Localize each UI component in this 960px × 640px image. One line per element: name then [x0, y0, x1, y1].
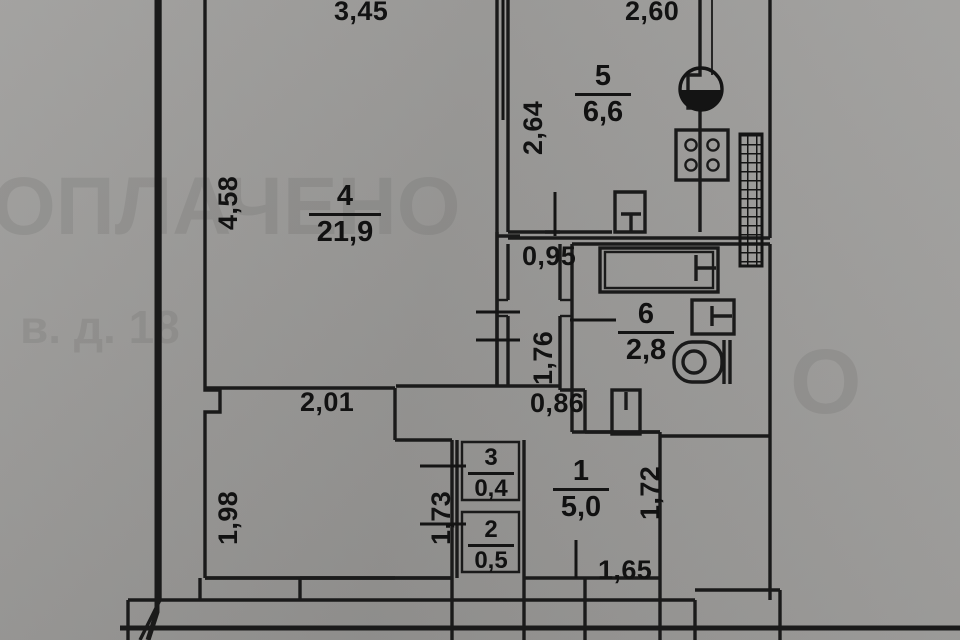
corridor-walls	[495, 232, 587, 432]
room-2-area: 0,5	[474, 546, 508, 574]
room-3-area: 0,4	[474, 474, 508, 502]
dim-left-upper: 4,58	[213, 175, 243, 230]
dim-closet-height: 1,73	[426, 490, 456, 545]
dimension-leaders	[420, 310, 616, 578]
room-5-divider	[575, 93, 631, 96]
ventilation-grille-icon	[738, 132, 764, 268]
bathtub-icon	[598, 246, 720, 294]
dim-top-right: 2,60	[625, 0, 680, 26]
room-1-walls	[522, 430, 660, 580]
dim-right-lower: 1,72	[635, 465, 665, 520]
room-2-divider	[468, 544, 514, 547]
dim-left-lower: 1,98	[213, 490, 243, 545]
room-6-area: 2,8	[625, 334, 667, 366]
outer-wall-left	[138, 0, 162, 640]
dim-corridor-width: 0,95	[522, 241, 577, 271]
closet-block-walls	[396, 384, 521, 578]
room-5-area: 6,6	[582, 96, 624, 128]
room-1-number: 1	[572, 455, 590, 487]
room-1-divider	[553, 488, 609, 491]
room-4-divider	[309, 213, 381, 216]
outer-wall-bottom	[120, 576, 960, 640]
kitchen-door-icon	[553, 190, 647, 236]
room-3-divider	[468, 472, 514, 475]
corridor-door-jambs	[497, 230, 572, 318]
room-6-number: 6	[637, 298, 655, 330]
sink-icon	[678, 66, 724, 112]
room-label-4: 4 21,9	[305, 182, 385, 247]
room-6-walls	[570, 242, 772, 578]
washbasin-icon	[690, 298, 736, 336]
dim-kitchen-left: 2,64	[518, 100, 548, 155]
room-4-number: 4	[336, 180, 354, 212]
dim-top-left: 3,45	[334, 0, 389, 26]
dim-bottom-right: 1,65	[598, 555, 653, 585]
room-3-number: 3	[484, 444, 498, 471]
room-2-number: 2	[484, 516, 498, 543]
dim-corridor-lower: 0,86	[530, 388, 585, 418]
room-label-2: 2 0,5	[464, 518, 518, 573]
dim-corridor-height: 1,76	[528, 330, 558, 385]
room-4-area: 21,9	[316, 216, 374, 248]
riser-stub-icon	[610, 388, 642, 436]
toilet-icon	[672, 340, 732, 384]
room-4-lower-boundary	[205, 386, 454, 578]
room-label-5: 5 6,6	[570, 62, 636, 127]
dim-mid-upper: 2,01	[300, 387, 355, 417]
room-6-divider	[618, 331, 674, 334]
room-5-number: 5	[594, 60, 612, 92]
stove-icon	[674, 128, 730, 182]
room-label-1: 1 5,0	[548, 457, 614, 522]
room-label-3: 3 0,4	[464, 446, 518, 501]
room-1-area: 5,0	[560, 491, 602, 523]
room-label-6: 6 2,8	[613, 300, 679, 365]
